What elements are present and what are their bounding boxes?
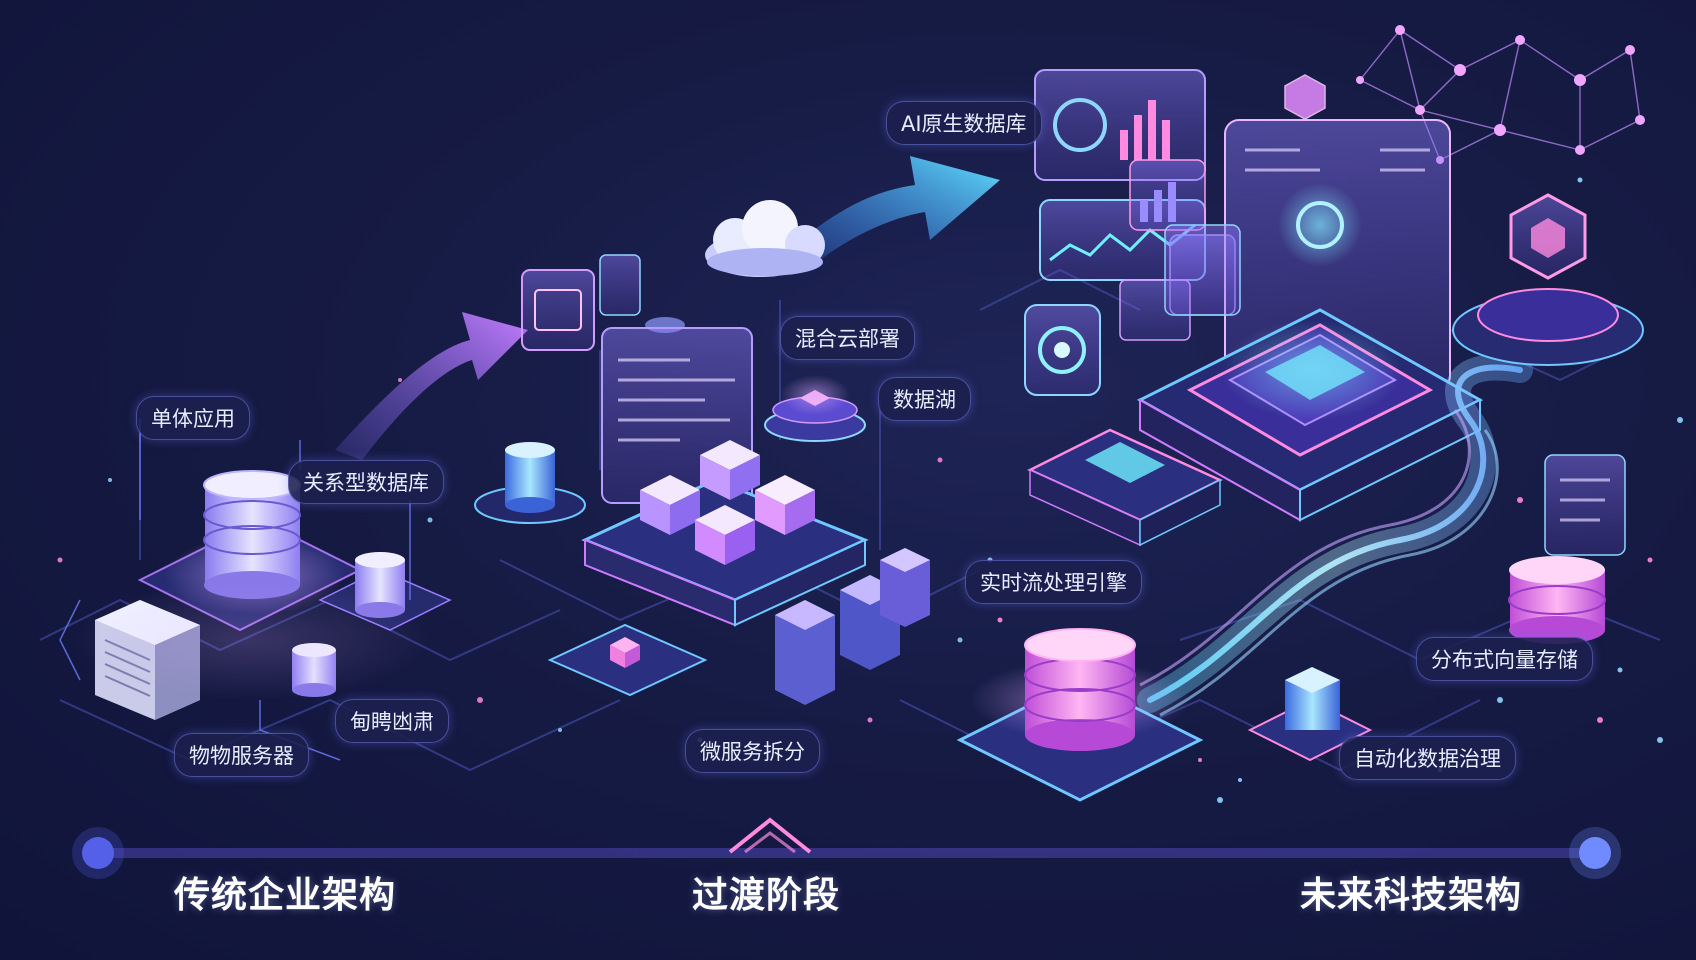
label-vector-storage: 分布式向量存储 [1416,637,1593,681]
hexagon-node [1452,193,1644,366]
cloud-icon [705,200,825,277]
label-stream-engine: 实时流处理引擎 [965,560,1142,604]
label-data-lake: 数据湖 [878,377,971,421]
future-architecture-group [956,69,1683,803]
transition-arrow-2 [790,156,1000,266]
label-data-governance: 自动化数据治理 [1339,736,1516,780]
label-relational-db: 关系型数据库 [288,460,444,504]
label-ai-db: AI原生数据库 [886,101,1042,145]
timeline [72,817,1621,879]
label-microservices: 微服务拆分 [685,729,820,773]
label-monolith: 单体应用 [136,396,250,440]
microservice-cubes [640,440,815,565]
transition-arrow-1 [335,312,528,460]
data-stream-ribbon [1137,354,1533,717]
network-graph [1284,25,1645,164]
ai-database-core [1136,119,1484,522]
timeline-start-node [82,837,114,869]
stream-engine-cylinder [956,628,1204,802]
traditional-architecture-group [59,418,452,761]
label-garbled: 甸䀻凼肃 [335,699,449,743]
server-towers [775,548,930,705]
timeline-chevron-icon [728,817,812,854]
relational-db-cylinder [203,470,301,599]
stage-label-future: 未来科技架构 [1300,875,1523,916]
stage-label-traditional: 传统企业架构 [174,875,397,916]
label-physical-server: 物物服务器 [174,733,309,777]
label-hybrid-cloud: 混合云部署 [780,316,915,360]
stage-label-transition: 过渡阶段 [692,875,841,916]
analytics-panels [1024,69,1236,396]
timeline-end-node [1579,837,1611,869]
transition-architecture-group [474,200,930,705]
